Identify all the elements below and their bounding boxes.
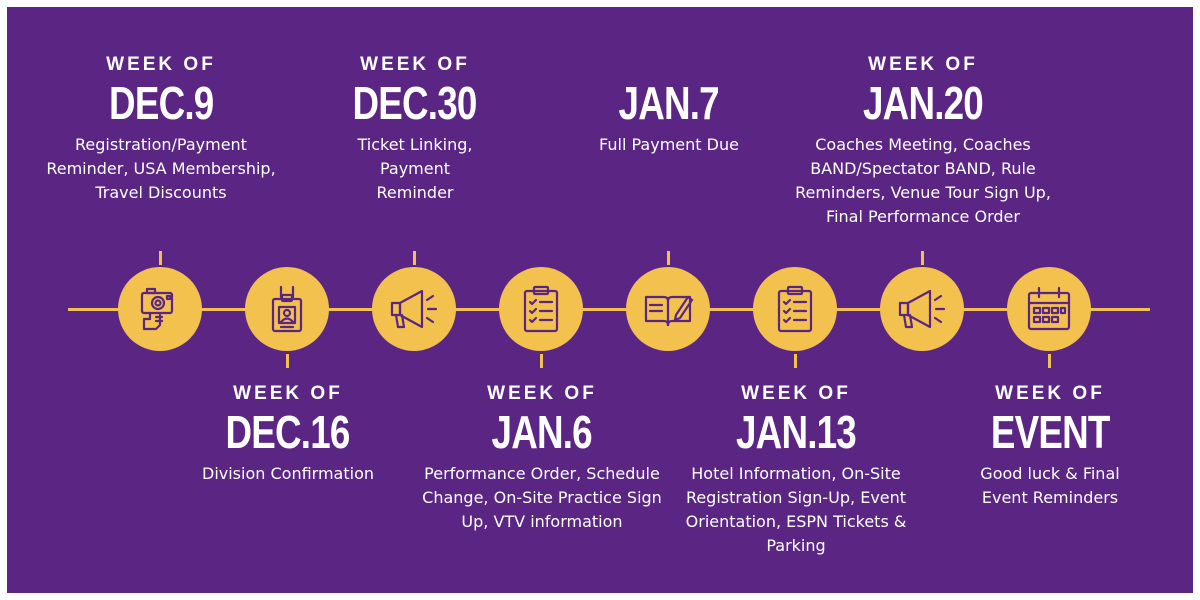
entry-date: JAN.20 (863, 77, 984, 129)
entry-date: EVENT (990, 406, 1111, 458)
connector-dec-9 (159, 251, 162, 265)
timeline-entry-dec-9: WEEK OF DEC.9 Registration/Payment Remin… (21, 54, 301, 205)
week-of-label: WEEK OF (995, 383, 1105, 404)
timeline-line (68, 308, 1150, 311)
timeline-node-dec-30 (372, 267, 456, 351)
week-of-label: WEEK OF (233, 383, 343, 404)
entry-description: Hotel Information, On-Site Registration … (685, 464, 907, 555)
entry-description: Registration/Payment Reminder, USA Membe… (46, 135, 276, 202)
timeline-node-jan-7 (626, 267, 710, 351)
connector-dec-16 (286, 354, 289, 368)
entry-description: Ticket Linking, Payment Reminder (357, 135, 473, 202)
connector-dec-30 (413, 251, 416, 265)
open-book-pencil-icon (644, 295, 694, 327)
entry-description: Full Payment Due (599, 135, 739, 154)
clipboard-checklist-icon (523, 285, 559, 333)
timeline-entry-dec-16: WEEK OF DEC.16 Division Confirmation (148, 383, 428, 486)
entry-date: JAN.13 (736, 406, 857, 458)
timeline-entry-jan-20: WEEK OF JAN.20 Coaches Meeting, Coaches … (773, 54, 1073, 229)
calendar-icon (1027, 286, 1071, 331)
week-of-label: WEEK OF (106, 54, 216, 75)
timeline-node-jan-20 (880, 267, 964, 351)
timeline-node-jan-13 (753, 267, 837, 351)
week-of-label (529, 54, 809, 76)
id-badge-icon (271, 285, 303, 333)
entry-date: DEC.30 (352, 77, 478, 129)
week-of-label: WEEK OF (868, 54, 978, 75)
connector-event (1048, 354, 1051, 368)
week-of-label: WEEK OF (741, 383, 851, 404)
entry-description: Performance Order, Schedule Change, On-S… (422, 464, 662, 531)
entry-description: Coaches Meeting, Coaches BAND/Spectator … (795, 135, 1051, 226)
connector-jan-13 (794, 354, 797, 368)
timeline-panel (7, 7, 1193, 593)
timeline-node-dec-16 (245, 267, 329, 351)
timeline-node-event (1007, 267, 1091, 351)
connector-jan-7 (667, 251, 670, 265)
timeline-entry-jan-7: JAN.7 Full Payment Due (529, 54, 809, 157)
clipboard-checklist-icon (777, 285, 813, 333)
timeline-entry-jan-6: WEEK OF JAN.6 Performance Order, Schedul… (402, 383, 682, 534)
entry-date: JAN.7 (618, 77, 720, 129)
timeline-node-jan-6 (499, 267, 583, 351)
week-of-label: WEEK OF (360, 54, 470, 75)
week-of-label: WEEK OF (487, 383, 597, 404)
megaphone-icon (898, 289, 946, 329)
timeline-entry-event: WEEK OF EVENT Good luck & Final Event Re… (910, 383, 1190, 510)
timeline-node-dec-9 (118, 267, 202, 351)
timeline-entry-jan-13: WEEK OF JAN.13 Hotel Information, On-Sit… (656, 383, 936, 558)
connector-jan-20 (921, 251, 924, 265)
entry-description: Division Confirmation (202, 464, 374, 483)
timeline-entry-dec-30: WEEK OF DEC.30 Ticket Linking, Payment R… (275, 54, 555, 205)
entry-description: Good luck & Final Event Reminders (980, 464, 1120, 507)
camera-hand-icon (140, 287, 174, 331)
entry-date: DEC.9 (108, 77, 214, 129)
entry-date: JAN.6 (491, 406, 593, 458)
connector-jan-6 (540, 354, 543, 368)
entry-date: DEC.16 (225, 406, 351, 458)
megaphone-icon (390, 289, 438, 329)
